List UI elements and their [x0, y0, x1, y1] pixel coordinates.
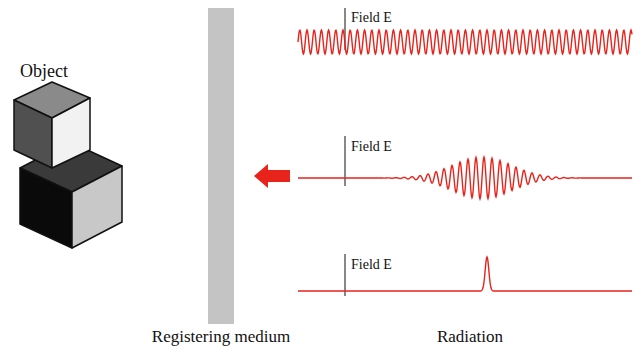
field-waves — [298, 30, 632, 291]
continuous-wave — [298, 30, 632, 54]
medium-label: Registering medium — [152, 328, 290, 345]
object-label: Object — [20, 62, 68, 80]
field-label: Field E — [351, 11, 392, 25]
propagation-arrow — [254, 164, 290, 188]
field-label: Field E — [351, 140, 392, 154]
registering-medium — [208, 8, 234, 324]
radiation-label: Radiation — [437, 328, 503, 345]
wave-packet — [298, 157, 632, 199]
field-label: Field E — [351, 258, 392, 272]
object-figure — [14, 82, 122, 248]
pulse — [298, 257, 632, 291]
